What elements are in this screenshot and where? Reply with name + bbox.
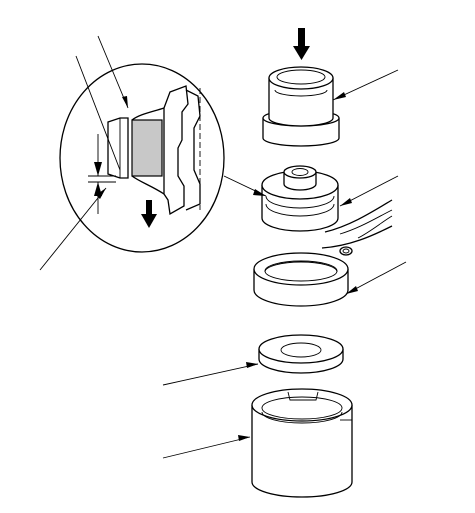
press-arrow-icon xyxy=(293,28,310,60)
support-ring xyxy=(253,252,349,307)
leader-arrowhead xyxy=(340,198,352,206)
detail-callout xyxy=(59,63,267,253)
leader-arrowhead xyxy=(346,286,358,294)
dimension-arrow-icon xyxy=(94,162,102,196)
leader-line-detail-a xyxy=(75,55,121,171)
connecting-rod xyxy=(321,199,393,256)
leader-arrowhead xyxy=(333,92,346,100)
leader-arrowhead xyxy=(122,96,128,108)
leader-arrowhead xyxy=(96,188,106,199)
leader-line-detail-b xyxy=(97,35,129,109)
leader-line-base xyxy=(162,436,251,459)
down-arrow-icon xyxy=(141,200,157,228)
leader-arrowhead xyxy=(238,435,250,441)
leader-arrowhead xyxy=(246,362,258,368)
leader-line-detail-c xyxy=(39,187,107,271)
bushing-on-rod xyxy=(261,165,339,232)
leader-line-spacer xyxy=(162,363,259,386)
base-tool xyxy=(251,388,353,498)
spacer xyxy=(258,334,344,374)
driver-attachment xyxy=(262,66,340,147)
